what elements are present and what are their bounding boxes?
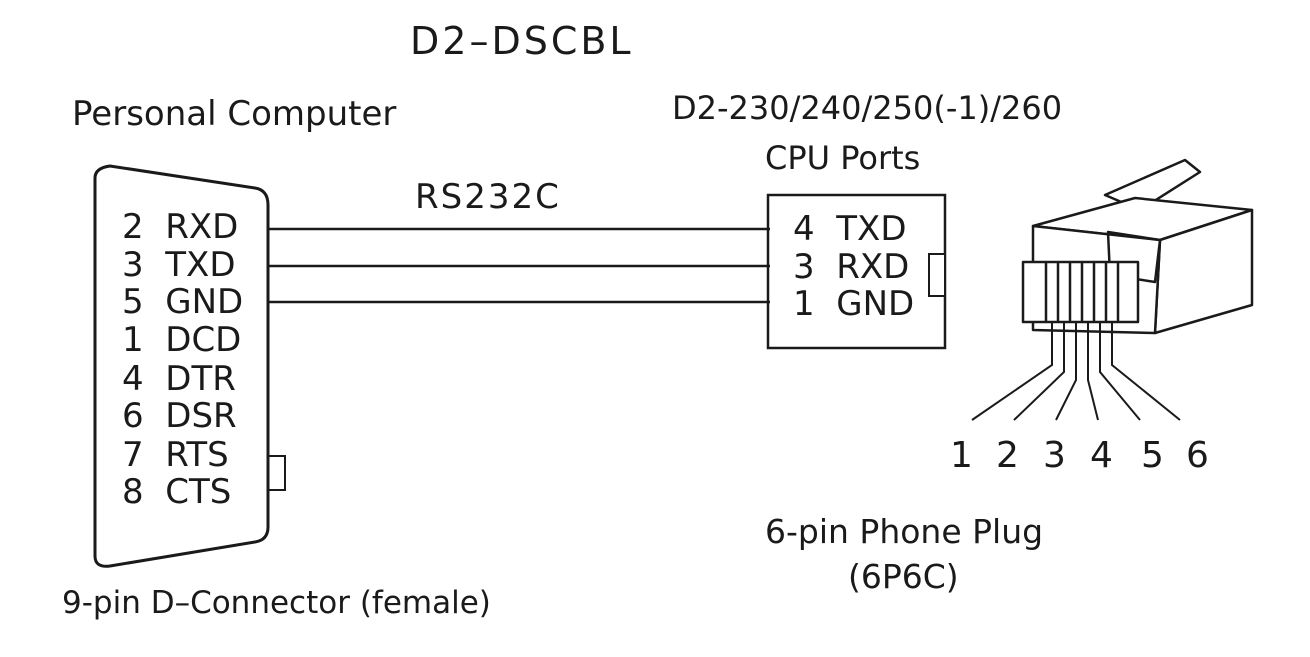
pc-pin-name: DTR [165, 359, 236, 399]
pc-pin-name: DSR [165, 396, 237, 436]
plug-pin-number: 6 [1186, 435, 1209, 476]
diagram-title: D2–DSCBL [410, 19, 634, 63]
pc-pin-number: 7 [122, 435, 144, 475]
pc-pin-row: 2 RXD [122, 210, 238, 244]
plug-pin-number: 4 [1090, 435, 1113, 476]
cpu-pin-number: 1 [793, 284, 815, 324]
pc-pin-row: 1 DCD [122, 323, 241, 357]
pc-pin-name: TXD [165, 245, 236, 285]
cable-label: RS232C [415, 177, 561, 217]
pc-pin-row: 5 GND [122, 285, 243, 319]
pc-pin-row: 3 TXD [122, 248, 236, 282]
pc-pin-row: 4 DTR [122, 362, 236, 396]
pc-pin-number: 5 [122, 282, 144, 322]
cpu-pin-row: 1 GND [793, 287, 914, 321]
d-connector-outline [93, 164, 270, 568]
pc-pin-row: 6 DSR [122, 399, 237, 433]
cpu-pin-number: 3 [793, 247, 815, 287]
cpu-pin-name: GND [836, 284, 915, 324]
pc-pin-name: RTS [165, 435, 229, 475]
pc-pin-number: 3 [122, 245, 144, 285]
phone-plug-label-line1: 6-pin Phone Plug [765, 512, 1044, 551]
pc-pin-row: 7 RTS [122, 438, 229, 472]
cpu-port-tab [928, 253, 946, 297]
cpu-label-line2: CPU Ports [765, 139, 921, 177]
cpu-pin-row: 4 TXD [793, 212, 907, 246]
plug-pin-number: 3 [1043, 435, 1066, 476]
plug-pin-leaders [971, 322, 1181, 421]
cpu-label-line1: D2-230/240/250(-1)/260 [672, 89, 1063, 127]
pc-pin-row: 8 CTS [122, 475, 231, 509]
pc-pin-name: RXD [165, 207, 239, 247]
pc-pin-number: 8 [122, 472, 144, 512]
rts-cts-loopback [267, 455, 286, 491]
cpu-pin-name: RXD [836, 247, 910, 287]
pc-pin-name: DCD [165, 320, 242, 360]
plug-pin-number: 2 [996, 435, 1019, 476]
plug-pin-number: 1 [950, 435, 973, 476]
pc-pin-number: 2 [122, 207, 144, 247]
d-connector-label: 9-pin D–Connector (female) [62, 585, 491, 621]
pc-pin-number: 1 [122, 320, 144, 360]
cpu-pin-row: 3 RXD [793, 250, 909, 284]
pc-label: Personal Computer [72, 94, 397, 134]
pc-pin-name: GND [165, 282, 244, 322]
cpu-pin-number: 4 [793, 209, 815, 249]
pc-pin-number: 4 [122, 359, 144, 399]
pc-pin-number: 6 [122, 396, 144, 436]
plug-pin-number: 5 [1141, 435, 1164, 476]
cpu-pin-name: TXD [836, 209, 907, 249]
phone-plug-label-line2: (6P6C) [848, 557, 959, 596]
pc-pin-name: CTS [165, 472, 232, 512]
phone-plug-drawing [1021, 158, 1254, 335]
